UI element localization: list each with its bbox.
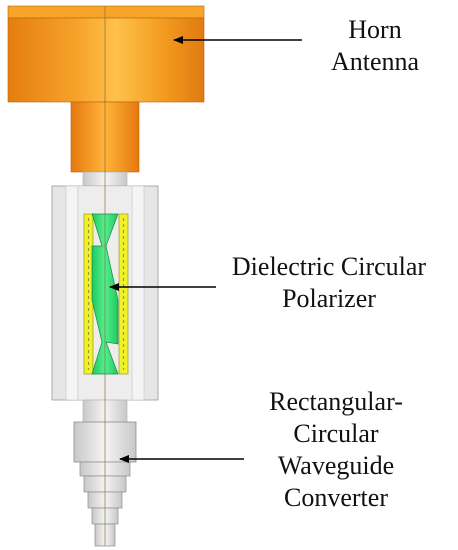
dielectric-polarizer xyxy=(83,213,129,375)
polarizer-label-line-1: Dielectric Circular xyxy=(231,252,427,281)
converter-label-line-1: Rectangular- xyxy=(269,387,403,416)
housing-inner-right xyxy=(131,185,145,401)
converter-label-line-2: Circular xyxy=(293,419,379,448)
horn-label-line-1: Horn xyxy=(348,15,402,44)
converter-label: Rectangular- Circular Waveguide Converte… xyxy=(246,386,426,514)
polarizer-plate-right xyxy=(118,213,129,375)
converter-label-line-3: Waveguide xyxy=(277,451,395,480)
horn-body xyxy=(7,17,205,103)
horn-antenna-label: Horn Antenna xyxy=(305,14,445,78)
polarizer-label: Dielectric Circular Polarizer xyxy=(200,251,458,315)
converter-label-line-4: Converter xyxy=(284,483,388,512)
housing-inner-left xyxy=(65,185,79,401)
polarizer-label-line-2: Polarizer xyxy=(282,284,376,313)
horn-antenna xyxy=(7,5,205,173)
horn-top-rim xyxy=(7,5,205,19)
horn-label-line-2: Antenna xyxy=(330,47,420,76)
